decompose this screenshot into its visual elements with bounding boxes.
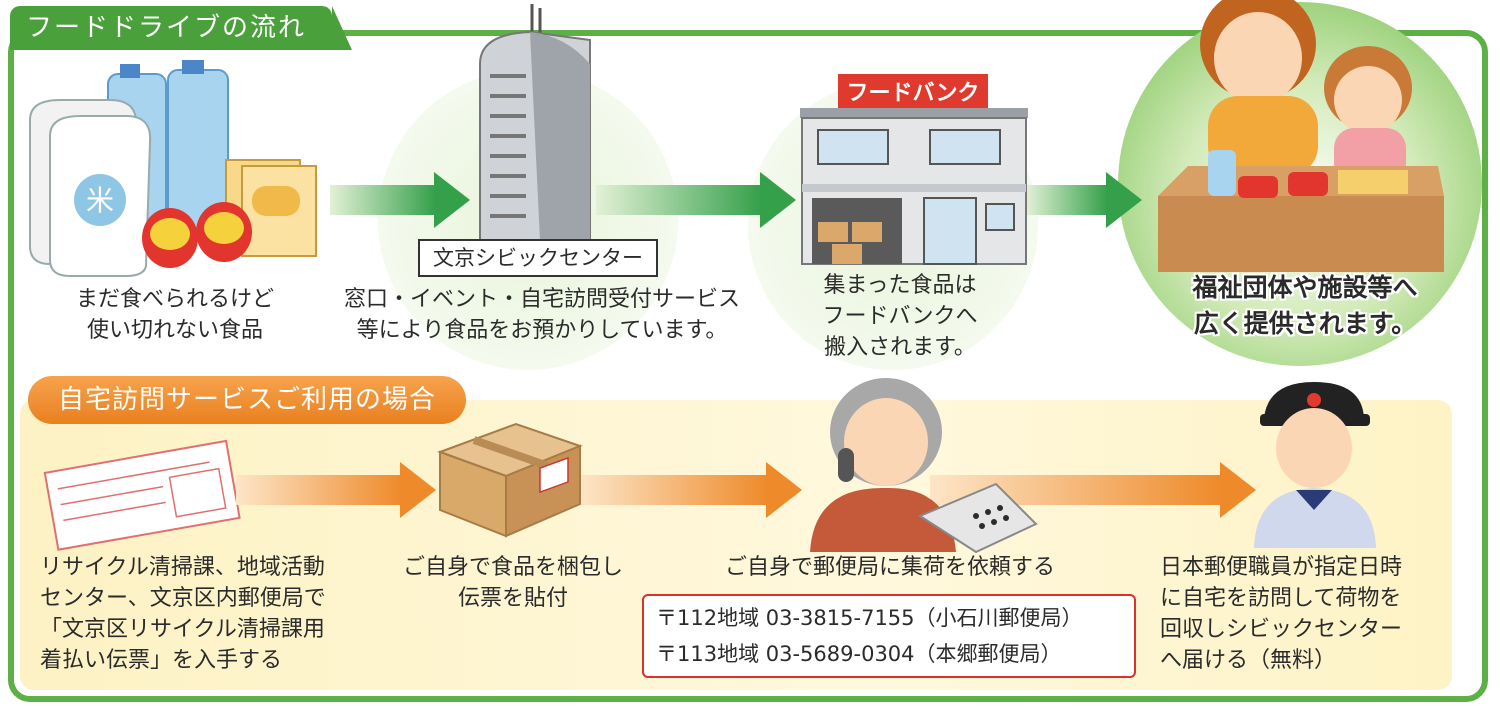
postal-worker-illustration xyxy=(1254,382,1376,548)
home-step4-caption: 日本郵便職員が指定日時 に自宅を訪問して荷物を 回収しシビックセンター へ届ける… xyxy=(1160,555,1403,673)
home-arrow-1 xyxy=(236,462,436,518)
flow-arrow-1 xyxy=(330,172,470,228)
phone-caller-illustration xyxy=(810,378,1038,554)
civic-center-label: 文京シビックセンター xyxy=(418,239,658,277)
civic-center-building xyxy=(479,4,591,241)
home-step3-caption: ご自身で郵便局に集荷を依頼する xyxy=(724,555,1055,580)
food-bank-sign: フードバンク xyxy=(846,81,979,106)
post-office-contacts: 〒112地域 03-3815-7155（小石川郵便局） 〒113地域 03-56… xyxy=(642,594,1136,678)
delivery-slip-illustration xyxy=(43,439,241,551)
home-step1-caption: リサイクル清掃課、地域活動 センター、文京区内郵便局で 「文京区リサイクル清掃課… xyxy=(40,555,326,673)
flow-arrow-3 xyxy=(1026,172,1142,228)
rice-label: 米 xyxy=(86,184,114,217)
home-step2-caption: ご自身で食品を梱包し 伝票を貼付 xyxy=(402,555,623,611)
food-items-illustration: 米 xyxy=(29,60,317,277)
home-arrow-2 xyxy=(580,462,802,518)
contact-hongo: 〒113地域 03-5689-0304（本郷郵便局） xyxy=(656,642,1062,666)
food-bank-building: フードバンク xyxy=(800,74,1028,265)
contact-koishikawa: 〒112地域 03-3815-7155（小石川郵便局） xyxy=(656,606,1083,630)
parcel-box-illustration xyxy=(437,422,583,538)
step2-caption: 窓口・イベント・自宅訪問受付サービス 等により食品をお預かりしています。 xyxy=(343,287,740,343)
welfare-caption: 福祉団体や施設等へ 広く提供されます。 xyxy=(1192,273,1418,338)
flow-title: フードドライブの流れ xyxy=(10,6,353,50)
step1-caption: まだ食べられるけど 使い切れない食品 xyxy=(75,287,274,343)
step3-caption: 集まった食品は フードバンクへ 搬入されます。 xyxy=(822,273,978,360)
welfare-people-illustration xyxy=(1158,0,1444,272)
home-service-title: 自宅訪問サービスご利用の場合 xyxy=(28,376,467,424)
flow-arrow-2 xyxy=(596,172,796,228)
